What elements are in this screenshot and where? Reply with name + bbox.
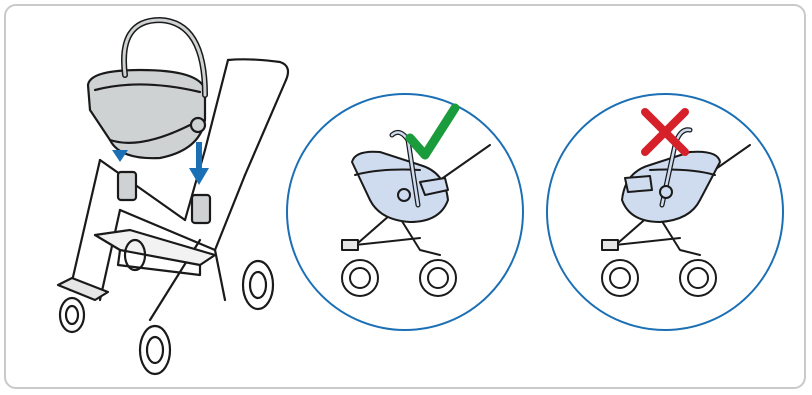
right-adapter xyxy=(192,195,210,223)
stroller-attach-illustration xyxy=(58,20,288,374)
stroller-frame xyxy=(215,175,245,300)
stroller-basket xyxy=(95,230,215,265)
correct-orientation-panel xyxy=(287,94,523,330)
car-seat-shell xyxy=(88,70,205,158)
stroller-wheels xyxy=(60,240,273,374)
wrong-orientation-panel xyxy=(547,94,783,330)
stroller-handle xyxy=(228,59,288,80)
left-adapter xyxy=(118,172,136,200)
